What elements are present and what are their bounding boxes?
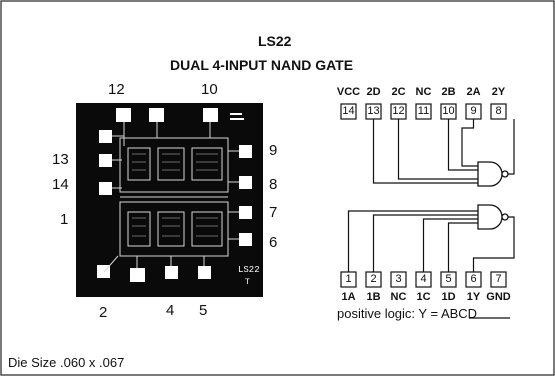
pad-5 <box>198 266 211 279</box>
die-pin-label-10: 10 <box>201 81 218 98</box>
die-pin-label-12: 12 <box>108 81 125 98</box>
bottom-pin-name: 1B <box>366 291 381 303</box>
part-number: LS22 <box>258 33 292 49</box>
bottom-pin-number: 5 <box>445 273 452 285</box>
die-pin-label-2: 2 <box>99 304 108 321</box>
top-pin-name: VCC <box>336 86 361 98</box>
top-pin-name: 2B <box>441 86 456 98</box>
die-pin-label-5: 5 <box>199 302 208 319</box>
top-pin-name: 2D <box>366 86 381 98</box>
logic-diagram <box>340 103 515 319</box>
alignment-mark <box>230 113 244 120</box>
bottom-pin-boxes <box>340 271 507 288</box>
bottom-pin-name: GND <box>486 291 511 303</box>
bottom-pin-name: NC <box>390 291 407 303</box>
top-pin-number: 13 <box>367 105 380 117</box>
die-photo: LS22 T <box>76 103 263 297</box>
logic-equation: positive logic: Y = ABCD <box>337 307 477 320</box>
pad-3 <box>130 268 145 282</box>
bottom-pin-name: 1C <box>416 291 431 303</box>
bottom-pin-number: 4 <box>420 273 427 285</box>
die-pin-label-1: 1 <box>60 211 69 228</box>
die-pin-label-9: 9 <box>269 142 278 159</box>
bottom-pin-number: 6 <box>470 273 477 285</box>
die-pin-label-4: 4 <box>166 302 175 319</box>
bottom-pin-name: 1A <box>341 291 356 303</box>
pad-9 <box>239 145 252 158</box>
top-pin-number: 11 <box>417 105 430 117</box>
circuit-traces <box>103 122 239 273</box>
die-marking-suffix: T <box>245 278 250 287</box>
equation-overbar-term: ABCD <box>440 306 478 321</box>
top-pin-number: 12 <box>392 105 405 117</box>
die-size-label: Die Size .060 x .067 <box>8 355 125 370</box>
pad-8 <box>239 176 252 189</box>
pad-6 <box>239 233 252 246</box>
top-pin-number: 8 <box>495 105 502 117</box>
die-pin-label-7: 7 <box>269 204 278 221</box>
bottom-pin-number: 2 <box>370 273 377 285</box>
top-pin-name: 2Y <box>491 86 506 98</box>
die-pin-label-8: 8 <box>269 176 278 193</box>
top-pin-name: 2C <box>391 86 406 98</box>
top-pin-name: 2A <box>466 86 481 98</box>
wiring <box>347 119 515 272</box>
equation-prefix: positive logic: Y = <box>337 306 441 321</box>
top-pin-name: NC <box>415 86 432 98</box>
bottom-pin-number: 1 <box>345 273 352 285</box>
bottom-pin-number: 7 <box>495 273 502 285</box>
top-pin-boxes <box>340 103 507 120</box>
pad-14 <box>99 154 112 167</box>
bottom-pin-name: 1Y <box>466 291 481 303</box>
die-pin-label-14: 14 <box>52 176 69 193</box>
nand-gate-2 <box>477 161 509 187</box>
pad-10 <box>203 108 218 122</box>
bottom-pin-name: 1D <box>441 291 456 303</box>
pad-13 <box>99 130 112 143</box>
top-pin-number: 9 <box>470 105 477 117</box>
die-marking: LS22 <box>238 265 260 275</box>
nand-gate-1 <box>477 204 509 230</box>
part-description: DUAL 4-INPUT NAND GATE <box>170 57 354 73</box>
pad-4 <box>165 266 178 279</box>
pad-11 <box>149 108 164 122</box>
bottom-pin-number: 3 <box>395 273 402 285</box>
pad-1 <box>99 182 112 195</box>
die-pin-label-13: 13 <box>52 151 69 168</box>
circuit-detail <box>132 153 218 237</box>
die-pin-label-6: 6 <box>269 234 278 251</box>
top-pin-number: 14 <box>342 105 355 117</box>
pad-7 <box>239 206 252 219</box>
pad-12 <box>116 108 131 122</box>
top-pin-number: 10 <box>442 105 455 117</box>
